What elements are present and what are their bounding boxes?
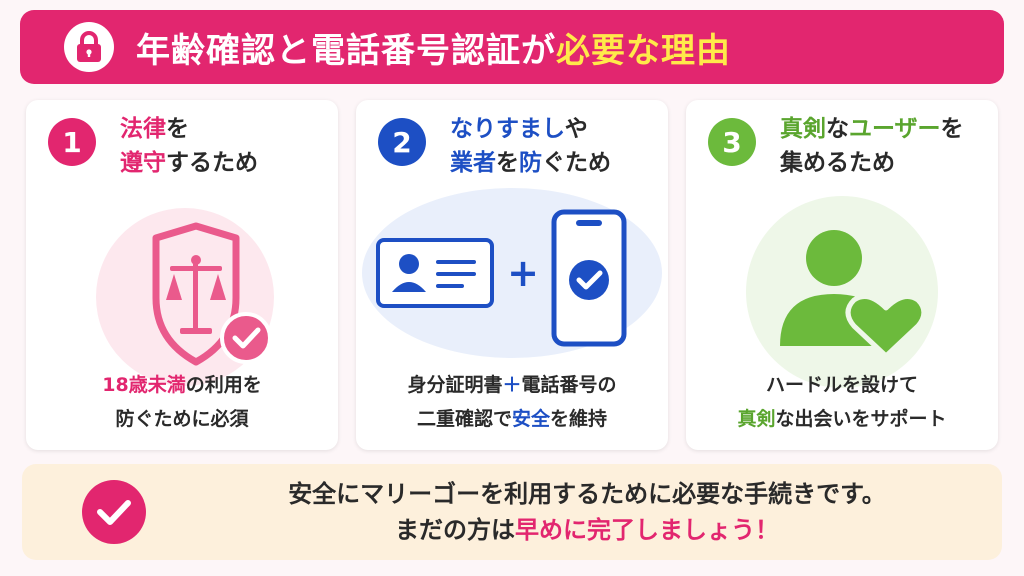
shield-scales-check-icon: [96, 208, 274, 386]
footer-line-2a: まだの方は: [395, 516, 515, 544]
heading-part: な: [826, 116, 849, 142]
reason-heading: なりすましや 業者を防ぐため: [450, 112, 660, 180]
heading-part: 遵守: [120, 150, 166, 176]
heading-part: を: [496, 150, 519, 176]
heading-part: ぐため: [542, 150, 611, 176]
caption-part: 18歳未満: [102, 374, 186, 396]
heading-part: 集めるため: [780, 150, 895, 176]
heading-part: 法律: [120, 116, 166, 142]
reason-heading: 真剣なユーザーを 集めるため: [780, 112, 990, 180]
caption-part: を維持: [550, 408, 608, 430]
caption-part: 二重確認で: [416, 408, 512, 430]
footer-line-2b: 早めに完了しましょう！: [515, 516, 779, 544]
plus-sign: +: [507, 251, 539, 295]
reason-heading: 法律を 遵守するため: [120, 112, 330, 180]
heading-part: を: [166, 116, 189, 142]
heading-part: するため: [166, 150, 258, 176]
footer-message: 安全にマリーゴーを利用するために必要な手続きです。 まだの方は早めに完了しましょ…: [192, 476, 982, 548]
caption-part: 電話番号の: [521, 374, 617, 396]
heading-part: や: [564, 116, 588, 142]
page-title: 年齢確認と電話番号認証が必要な理由: [136, 10, 731, 84]
caption-part: ハードルを設けて: [765, 374, 918, 396]
caption-part: 安全: [511, 408, 550, 430]
caption-part: 真剣: [737, 408, 776, 430]
reason-caption: 18歳未満の利用を 防ぐために必須: [26, 368, 338, 436]
heading-part: 真剣: [780, 116, 826, 142]
heading-part: 防: [519, 150, 542, 176]
footer-line-1: 安全にマリーゴーを利用するために必要な手続きです。: [288, 480, 886, 508]
id-card-plus-phone-icon: +: [362, 188, 662, 358]
heading-part: なりすまし: [450, 116, 565, 142]
caption-part: 身分証明書: [407, 374, 503, 396]
heading-part: ユーザー: [849, 116, 941, 142]
reason-card-impersonation: 2 なりすましや 業者を防ぐため + 身分証明書＋電話番号の 二重確認で安全を維…: [356, 100, 668, 450]
caption-part: ＋: [502, 374, 522, 396]
reason-number-badge: 3: [708, 118, 756, 166]
caption-part: な出会いをサポート: [775, 408, 947, 430]
reason-card-serious-users: 3 真剣なユーザーを 集めるため ハードルを設けて 真剣な出会いをサポート: [686, 100, 998, 450]
check-circle-icon: [82, 480, 146, 544]
lock-icon: [64, 22, 114, 72]
caption-part: 防ぐために必須: [115, 408, 249, 430]
heading-part: を: [940, 116, 964, 142]
caption-part: の利用を: [185, 374, 262, 396]
user-heart-icon: [746, 196, 938, 388]
reason-number-badge: 2: [378, 118, 426, 166]
reason-caption: ハードルを設けて 真剣な出会いをサポート: [686, 368, 998, 436]
reason-number-badge: 1: [48, 118, 96, 166]
header-banner: 年齢確認と電話番号認証が必要な理由: [20, 10, 1004, 84]
reason-caption: 身分証明書＋電話番号の 二重確認で安全を維持: [356, 368, 668, 436]
page-title-main: 年齢確認と電話番号認証が: [136, 30, 556, 71]
heading-part: 業者: [450, 150, 496, 176]
reason-card-law: 1 法律を 遵守するため 18歳未満の利用を 防ぐために必須: [26, 100, 338, 450]
footer-notice: 安全にマリーゴーを利用するために必要な手続きです。 まだの方は早めに完了しましょ…: [22, 464, 1002, 560]
page-title-highlight: 必要な理由: [556, 30, 731, 71]
